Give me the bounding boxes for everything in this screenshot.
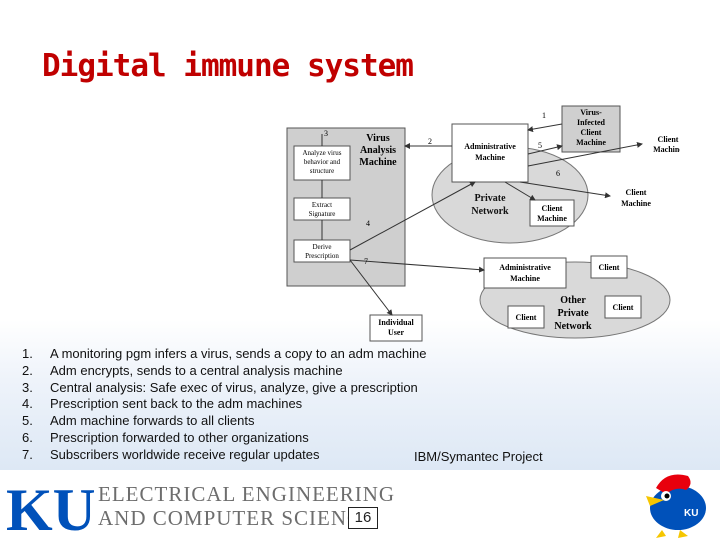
other-admin-box — [483, 257, 567, 289]
other-client-top-label: Client — [599, 263, 620, 272]
step-label-6: 6 — [556, 169, 560, 178]
list-item: 6.Prescription forwarded to other organi… — [22, 429, 309, 445]
list-item: 7.Subscribers worldwide receive regular … — [22, 446, 320, 462]
other-client-right-box — [604, 295, 642, 319]
list-item: 1.A monitoring pgm infers a virus, sends… — [22, 346, 427, 361]
list-item: 5.Adm machine forwards to all clients — [22, 413, 255, 429]
step-label-7: 7 — [364, 257, 368, 266]
analyze-box — [293, 145, 351, 181]
other-client-left-label: Client — [516, 313, 537, 322]
list-item: 2.Adm encrypts, sends to a central analy… — [22, 362, 343, 378]
svg-text:KU: KU — [6, 478, 94, 536]
step-label-4: 4 — [366, 219, 370, 228]
infected-client-box — [561, 105, 621, 153]
footer: KU ELECTRICAL ENGINEERING AND COMPUTER S… — [0, 470, 720, 540]
step-label-5: 5 — [538, 141, 542, 150]
svg-text:KU: KU — [684, 508, 698, 519]
ku-logo: KU — [6, 478, 94, 536]
slide-title: Digital immune system — [42, 48, 414, 84]
other-client-left-box — [507, 305, 545, 329]
other-client-top-box — [590, 255, 628, 279]
project-credit: IBM/Symantec Project — [414, 449, 543, 464]
jayhawk-mascot-icon: KU — [646, 474, 706, 538]
individual-user-box — [369, 314, 423, 342]
step-label-3: 3 — [324, 129, 328, 138]
list-item: 4.Prescription sent back to the adm mach… — [22, 396, 303, 412]
steps-list: 1.A monitoring pgm infers a virus, sends… — [22, 346, 426, 464]
list-item: 3.Central analysis: Safe exec of virus, … — [22, 379, 418, 395]
other-client-right-label: Client — [613, 303, 634, 312]
client-in-network-box — [529, 199, 575, 227]
step-label-1: 1 — [542, 111, 546, 120]
department-name: ELECTRICAL ENGINEERING AND COMPUTER SCIE… — [98, 482, 396, 530]
admin-machine-box — [451, 123, 529, 183]
step-label-2: 2 — [428, 137, 432, 146]
page-number: 16 — [348, 507, 378, 529]
